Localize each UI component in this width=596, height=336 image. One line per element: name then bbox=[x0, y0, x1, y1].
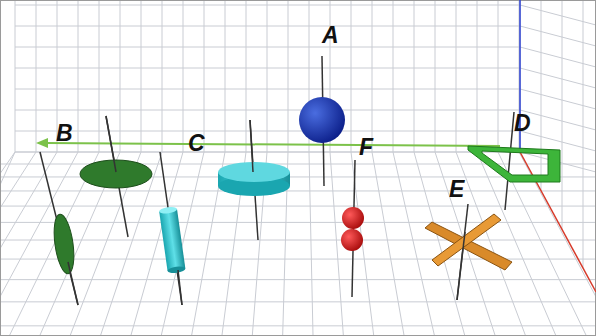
grid-line bbox=[477, 0, 478, 152]
grid-line bbox=[0, 222, 596, 223]
green-disk bbox=[80, 160, 152, 188]
grid-line bbox=[351, 0, 352, 152]
grid-line bbox=[541, 0, 542, 191]
grid-line bbox=[372, 0, 373, 152]
red-sphere bbox=[341, 229, 363, 251]
grid-line bbox=[0, 301, 596, 302]
grid-line bbox=[562, 0, 563, 229]
grid-line bbox=[0, 152, 36, 336]
grid-line bbox=[0, 325, 596, 326]
grid-line bbox=[99, 0, 100, 152]
grid-line bbox=[330, 152, 343, 336]
grid-line bbox=[393, 0, 394, 152]
part-letter: A bbox=[322, 24, 339, 47]
grid-line bbox=[162, 0, 163, 152]
grid-line bbox=[456, 0, 457, 152]
grid-line bbox=[0, 240, 596, 241]
grid-line bbox=[120, 0, 121, 152]
grid-line bbox=[204, 0, 205, 152]
grid-line bbox=[0, 152, 15, 185]
grid-line bbox=[414, 0, 415, 152]
grid-line bbox=[0, 152, 78, 336]
green-frame bbox=[468, 143, 560, 187]
grid-line bbox=[288, 0, 289, 152]
cyan-disk bbox=[218, 162, 290, 196]
grid-line bbox=[520, 68, 596, 88]
grid-line bbox=[15, 152, 520, 153]
grid-line bbox=[0, 206, 596, 207]
cyan-cylinder bbox=[159, 206, 186, 274]
grid-line bbox=[15, 131, 520, 132]
grid-line bbox=[141, 0, 142, 152]
grid-line bbox=[583, 0, 584, 268]
grid-line bbox=[15, 110, 520, 111]
rod bbox=[68, 262, 78, 305]
rod bbox=[457, 232, 465, 300]
grid-line bbox=[267, 0, 268, 152]
grid-line bbox=[520, 110, 596, 130]
grid-line bbox=[309, 152, 313, 336]
grid-line bbox=[15, 5, 520, 6]
grid-line bbox=[520, 47, 596, 67]
grid-line bbox=[225, 0, 226, 152]
orange-cross bbox=[425, 214, 512, 270]
grid-line bbox=[15, 89, 520, 90]
part-letter: E bbox=[449, 178, 464, 201]
rod bbox=[178, 270, 182, 305]
grid-line bbox=[78, 0, 79, 152]
blue-sphere bbox=[299, 97, 345, 143]
rod bbox=[106, 116, 116, 172]
grid-line bbox=[15, 47, 520, 48]
part-letter: F bbox=[359, 136, 373, 159]
grid-line bbox=[520, 26, 596, 46]
rod bbox=[40, 152, 78, 305]
grid-line bbox=[246, 0, 247, 152]
grid-line bbox=[520, 131, 596, 151]
part-letter: D bbox=[514, 112, 531, 135]
grid-line bbox=[498, 0, 499, 152]
rod bbox=[505, 112, 514, 210]
grid-line bbox=[15, 0, 16, 152]
arrow-head bbox=[36, 138, 48, 148]
rod bbox=[457, 204, 468, 300]
part-letter: B bbox=[56, 122, 73, 145]
axis-arrow bbox=[46, 143, 500, 146]
grid-line bbox=[393, 152, 435, 336]
red-sphere bbox=[342, 207, 364, 229]
grid-line bbox=[0, 279, 596, 280]
green-ellipse bbox=[51, 213, 77, 275]
grid-line bbox=[520, 5, 596, 25]
grid-line bbox=[435, 0, 436, 152]
grid-line bbox=[36, 0, 37, 152]
grid-line bbox=[15, 26, 520, 27]
part-letter: C bbox=[188, 132, 205, 155]
rod bbox=[250, 120, 253, 172]
grid-line bbox=[15, 152, 520, 153]
grid-line bbox=[183, 0, 184, 152]
grid-line bbox=[520, 89, 596, 109]
grid-line bbox=[15, 68, 520, 69]
